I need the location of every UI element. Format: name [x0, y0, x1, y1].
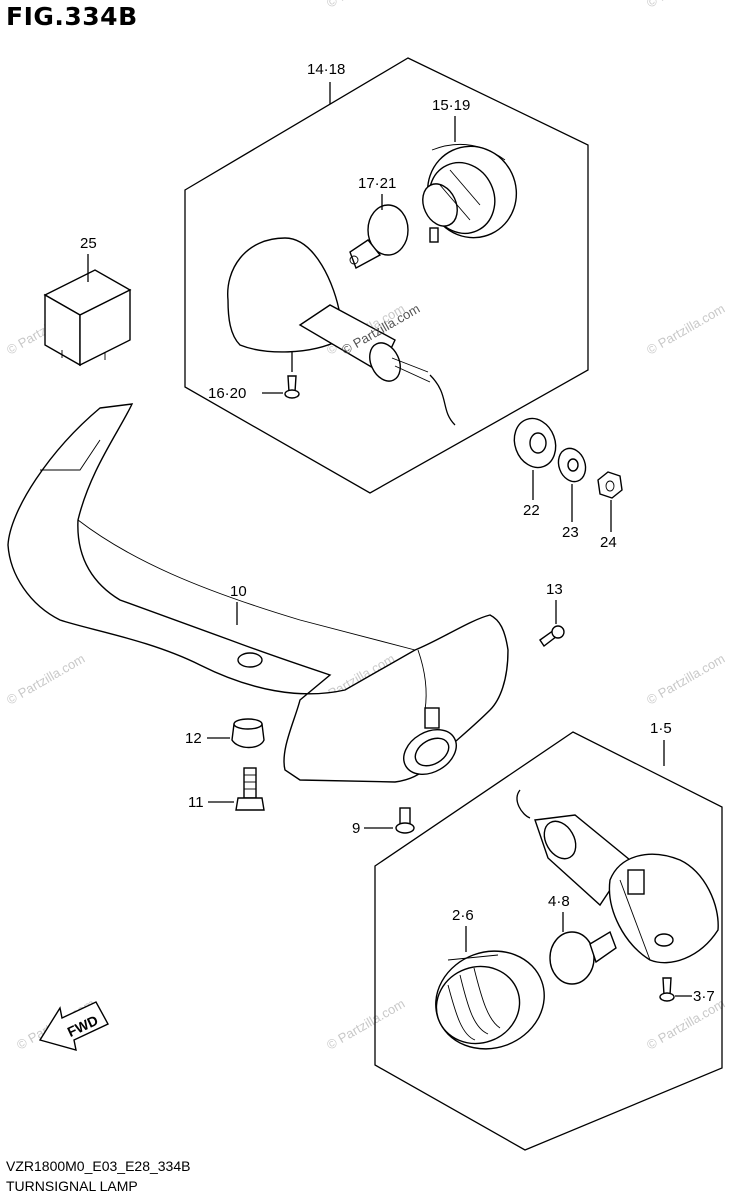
forward-direction-arrow: FWD — [38, 1001, 109, 1051]
callout-22: 22 — [523, 502, 540, 519]
callout-11: 11 — [188, 794, 204, 811]
lamp-lens-15-19 — [422, 143, 518, 243]
turnsignal-bracket-10 — [7, 403, 509, 783]
watermark: © Partzilla.com — [644, 996, 727, 1053]
front-lamp-lens-2-6 — [435, 950, 545, 1050]
watermark: © Partzilla.com — [4, 651, 87, 708]
nut-24 — [597, 471, 623, 499]
watermark: © Partzilla.com — [644, 301, 727, 358]
callout-10: 10 — [230, 583, 247, 600]
front-turnsignal-assembly-outline — [374, 731, 723, 1151]
callout-3-7: 3·7 — [693, 988, 715, 1005]
front-lamp-housing — [516, 789, 719, 964]
callout-16-20: 16·20 — [208, 385, 246, 402]
screw-9 — [395, 807, 415, 834]
callout-15-19: 15·19 — [432, 97, 470, 114]
screw-3-7 — [659, 977, 675, 1002]
grommet-12 — [231, 718, 265, 749]
callout-25: 25 — [80, 235, 97, 252]
grommet-22 — [513, 417, 557, 469]
relay-25 — [43, 269, 132, 367]
watermark: © Partzilla.com — [644, 651, 727, 708]
screw-13 — [539, 625, 565, 648]
washer-23 — [557, 447, 587, 483]
callout-13: 13 — [546, 581, 563, 598]
callout-14-18: 14·18 — [307, 61, 345, 78]
callout-2-6: 2·6 — [452, 907, 474, 924]
lamp-housing — [227, 237, 456, 426]
figure-title: FIG.334B — [6, 2, 138, 31]
bolt-11 — [235, 767, 265, 811]
screw-16-20 — [284, 375, 300, 399]
figure-code: VZR1800M0_E03_E28_334B — [6, 1158, 191, 1174]
callout-12: 12 — [185, 730, 202, 747]
bulb-17-21 — [349, 204, 409, 269]
callout-17-21: 17·21 — [358, 175, 396, 192]
figure-name: TURNSIGNAL LAMP — [6, 1178, 138, 1194]
callout-1-5: 1·5 — [650, 720, 672, 737]
front-bulb-4-8 — [549, 930, 617, 985]
callout-4-8: 4·8 — [548, 893, 570, 910]
watermark: © Partzilla.com — [324, 0, 407, 11]
callout-9: 9 — [352, 820, 360, 837]
callout-24: 24 — [600, 534, 617, 551]
callout-23: 23 — [562, 524, 579, 541]
watermark: © Partzilla.com — [324, 996, 407, 1053]
watermark: © Partzilla.com — [644, 0, 727, 11]
rear-turnsignal-assembly-outline — [184, 57, 589, 494]
